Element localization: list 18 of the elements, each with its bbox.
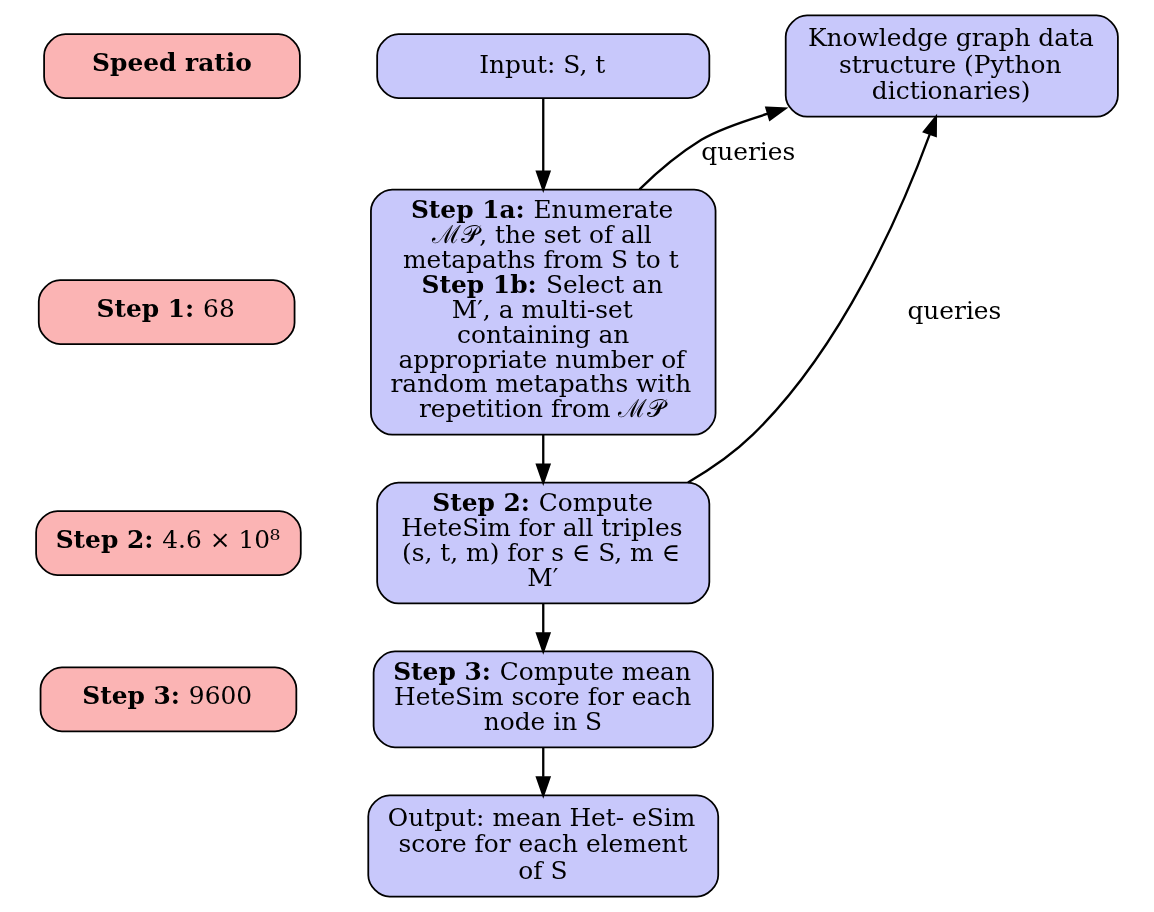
- node-box: Step 1a: Enumerate ℳ𝒫, the set of all metapaths from S to t Step 1b: Select an M′, a multi-set containing an appropriate number of random metapaths with repetition from ℳ𝒫: [370, 188, 717, 436]
- edge-label: queries: [701, 136, 796, 166]
- node-box: Knowledge graph data structure (Python dictionaries): [784, 14, 1119, 118]
- arrow: [687, 113, 938, 484]
- arrow: [535, 434, 552, 486]
- node-box: Step 3: Compute mean HeteSim score for each node in S: [372, 650, 714, 749]
- arrow: [535, 98, 552, 193]
- node-box: Step 2: Compute HeteSim for all triples (s, t, m) for s ∈ S, m ∈ M′: [376, 481, 711, 605]
- node-box: Speed ratio: [43, 33, 301, 99]
- node-box: Output: mean Het- eSim score for each element of S: [367, 794, 720, 898]
- arrow: [535, 603, 552, 655]
- node-box: Step 2: 4.6 × 10⁸: [35, 510, 302, 576]
- node-box: Step 1: 68: [37, 279, 296, 345]
- arrow: [535, 747, 552, 799]
- edge-label: queries: [907, 295, 1002, 325]
- node-box: Step 3: 9600: [39, 666, 298, 733]
- arrow: [638, 106, 789, 191]
- node-box: Input: S, t: [376, 33, 711, 99]
